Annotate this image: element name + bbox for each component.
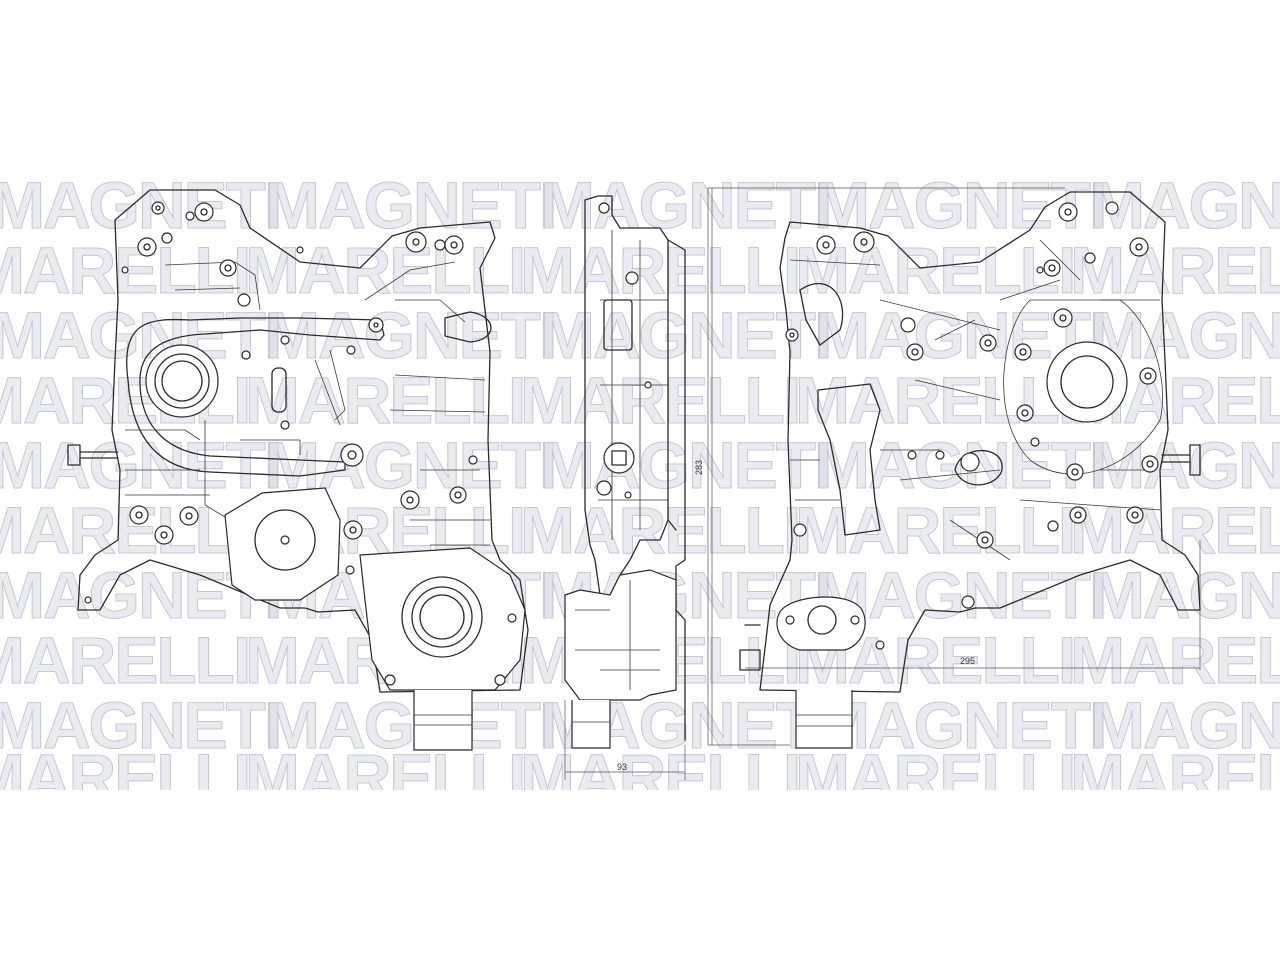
watermark-row: MAGNETI [265, 168, 555, 242]
watermark-row: MARELLI [245, 740, 524, 814]
front-inlet-ring [401, 576, 483, 658]
front-breather [444, 311, 492, 343]
rear-dimension-height: 283 [694, 460, 704, 475]
side-bolt [598, 202, 610, 214]
front-belt-loop [126, 317, 385, 477]
watermark-row: MAGNETI [265, 688, 555, 762]
side-bolt [624, 491, 632, 499]
rear-inlet-flange [785, 615, 795, 625]
watermark-row: MARELLI [520, 233, 799, 307]
watermark-row: MAGNETI [265, 298, 555, 372]
front-inlet-ring [411, 586, 473, 648]
watermark-row: MAGNETI [1090, 688, 1280, 762]
watermark-row: MARELLI [795, 740, 1074, 814]
front-inlet-housing [359, 547, 526, 691]
watermark-row: MAGNETI [1090, 298, 1280, 372]
front-inlet-ring [419, 594, 465, 640]
front-view [67, 189, 529, 751]
watermark-row: MAGNETI [0, 298, 280, 372]
front-rib [125, 420, 301, 521]
side-bolt [596, 480, 612, 496]
rear-dimension-width: 295 [960, 656, 975, 666]
rear-dimension-line [707, 187, 1201, 746]
front-pump-housing [254, 509, 316, 571]
front-stud [67, 444, 119, 466]
watermark-row: MAGNETI [815, 168, 1105, 242]
front-rib [164, 261, 466, 426]
rear-outlet-pipe [795, 690, 853, 749]
rear-web [799, 283, 844, 346]
side-pump-housing [575, 580, 660, 690]
side-boss [611, 450, 627, 466]
side-bolt [644, 381, 652, 389]
watermark-row: MARELLI [245, 363, 524, 437]
side-dimension-line [564, 700, 686, 780]
watermark-row: MAGNETI [540, 298, 830, 372]
side-window [603, 299, 633, 351]
watermark-row: MARELLI [0, 623, 249, 697]
watermark-row: MARELLI [0, 233, 249, 307]
watermark-row: MAGNETI [540, 168, 830, 242]
watermark-row: MARELLI [1070, 623, 1280, 697]
watermark-row: MARELLI [1070, 233, 1280, 307]
side-dimension-label: 93 [617, 762, 627, 772]
watermark-row: MARELLI [245, 233, 524, 307]
front-pump-housing [224, 487, 341, 601]
side-boss [603, 442, 635, 474]
rear-view: 283 295 [694, 187, 1201, 749]
watermark-row: MAGNETI [1090, 168, 1280, 242]
watermark-row: MARELLI [1070, 493, 1280, 567]
rear-bolts [785, 201, 1159, 650]
watermark-row: MAGNETI [1090, 428, 1280, 502]
watermark-row: MARELLI [1070, 740, 1280, 814]
watermark-row: MAGNETI [0, 688, 280, 762]
side-rib [598, 230, 668, 540]
rear-stub [739, 624, 761, 671]
rear-inlet-flange [807, 605, 837, 635]
rear-boss [960, 452, 980, 472]
watermark-row: MARELLI [520, 363, 799, 437]
watermark-row: MARELLI [0, 493, 249, 567]
rear-seal [1003, 299, 1163, 475]
watermark-row: MARELLI [520, 493, 799, 567]
side-profile-outline [584, 195, 669, 596]
front-housing-outline [77, 189, 529, 693]
front-outlet-pipe [413, 690, 473, 751]
side-bolt [625, 271, 639, 285]
watermark-row: MARELLI [0, 740, 249, 814]
rear-web [817, 383, 881, 536]
side-profile-outline [667, 239, 686, 741]
watermark-row: MARELLI [795, 233, 1074, 307]
front-filter-boss [145, 344, 219, 418]
rear-seal [1060, 355, 1114, 409]
side-view: 93 [564, 195, 686, 780]
watermark-row: MAGNETI [815, 688, 1105, 762]
watermark-row: MAGNETI [815, 428, 1105, 502]
watermark-row: MAGNETI [0, 428, 280, 502]
front-outlet-pipe [414, 714, 472, 726]
rear-outlet-pipe [796, 714, 852, 727]
front-rib [389, 374, 490, 546]
rear-inlet-flange [850, 615, 860, 625]
watermark-row: MAGNETI [540, 428, 830, 502]
front-filter-boss [161, 360, 203, 402]
watermark-row: MARELLI [795, 363, 1074, 437]
rear-rib [790, 319, 1150, 501]
front-filter-boss [154, 353, 210, 409]
front-bolts [84, 201, 517, 686]
rear-seal [1046, 341, 1128, 423]
watermark-row: MARELLI [520, 740, 799, 814]
watermark-row: MARELLI [795, 493, 1074, 567]
watermark-row: MAGNETI [0, 168, 280, 242]
rear-housing-outline [759, 191, 1201, 693]
side-pump-housing [564, 569, 677, 701]
watermark-row: MAGNETI [1090, 558, 1280, 632]
side-outlet-pipe [571, 700, 611, 749]
rear-stud [1161, 444, 1201, 476]
rear-inlet-flange [776, 596, 866, 651]
front-slot [271, 367, 287, 413]
watermark: MAGNETI MAGNETI MAGNETI MAGNETI MAGNETI … [0, 168, 1280, 814]
